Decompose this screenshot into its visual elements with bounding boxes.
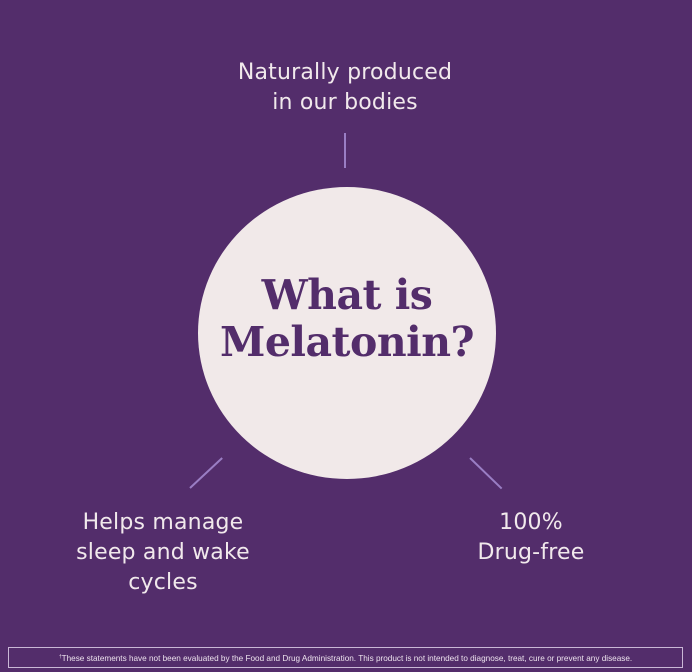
fact-right-line-2: Drug-free [477,540,585,565]
fact-left-line-2: sleep and wake [76,540,250,565]
connector-line-right [469,457,503,490]
fact-sleep-wake-cycles: Helps manage sleep and wake cycles [38,508,288,598]
fact-top-line-2: in our bodies [272,90,418,115]
fact-naturally-produced: Naturally produced in our bodies [195,58,495,118]
title-line-1: What is [261,271,433,319]
connector-line-left [189,457,223,489]
connector-line-top [344,133,346,168]
fact-left-line-3: cycles [128,570,198,595]
title-line-2: Melatonin? [219,318,475,366]
page-title: What is Melatonin? [219,271,475,366]
fact-drug-free: 100% Drug-free [440,508,622,568]
fact-top-line-1: Naturally produced [237,60,453,85]
fact-left-line-1: Helps manage [82,510,244,535]
center-circle: What is Melatonin? [198,187,496,479]
fact-right-line-1: 100% [499,510,563,535]
fda-disclaimer: †These statements have not been evaluate… [8,647,683,668]
disclaimer-text: These statements have not been evaluated… [61,654,633,663]
dagger-marker: † [58,654,62,660]
